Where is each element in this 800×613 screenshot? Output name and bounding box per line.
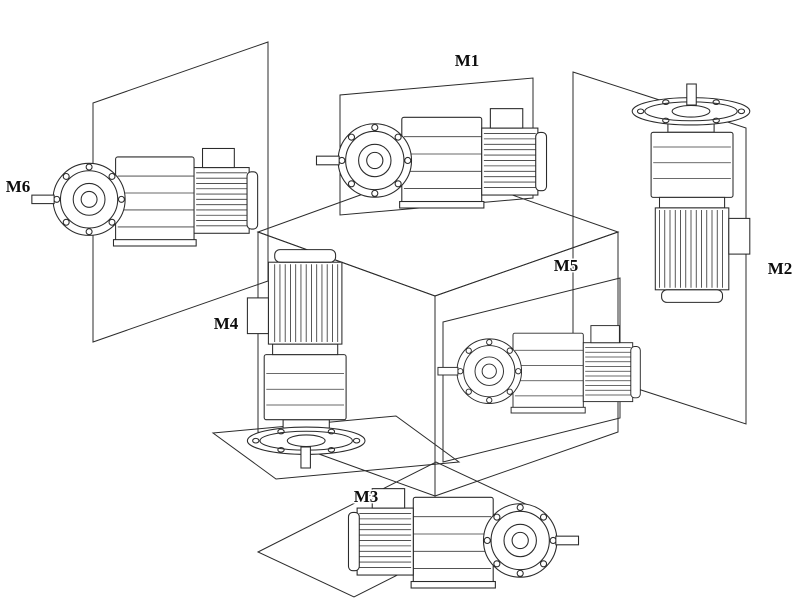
label-m4: M4 [214,314,239,333]
label-m2: M2 [768,259,793,278]
label-m6: M6 [6,177,31,196]
orientation-cube [256,167,620,497]
label-m3: M3 [354,487,379,506]
gearmotor-m3 [347,488,580,589]
mounting-plane-m5 [442,277,621,463]
label-m1: M1 [455,51,480,70]
label-m5: M5 [554,256,579,275]
gearmotor-m6 [31,147,259,247]
gearmotor-m1 [315,108,548,209]
mounting-plane-m4 [211,415,461,480]
gearmotor-m2 [631,83,751,303]
gearmotor-m5 [437,325,641,414]
